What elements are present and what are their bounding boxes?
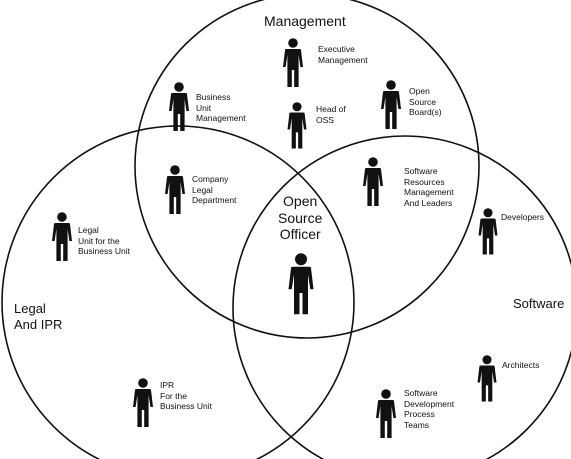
software-title: Software (513, 296, 565, 311)
person-icon-open-source-boards (381, 80, 401, 129)
person-icon-business-unit-management (169, 82, 189, 131)
legal-title: Legal And IPR (14, 301, 63, 332)
person-icon-architects (477, 355, 497, 402)
person-icon-open-source-officer (288, 253, 314, 315)
role-label-business-unit-management: Business Unit Management (196, 92, 246, 123)
person-icon-software-resources-management (363, 157, 383, 206)
person-icon-company-legal-department (165, 165, 185, 214)
role-label-software-resources-management: Software Resources Management And Leader… (404, 166, 454, 208)
person-icon-legal-unit (52, 212, 72, 261)
role-label-legal-unit: Legal Unit for the Business Unit (78, 225, 130, 256)
open-source-officer-title: Open Source Officer (278, 193, 323, 242)
role-label-executive-management: Executive Management (318, 44, 368, 65)
person-icon-developers (478, 208, 498, 255)
role-label-head-of-oss: Head of OSS (316, 104, 346, 125)
role-label-company-legal-department: Company Legal Department (192, 174, 237, 205)
management-circle (134, 0, 480, 339)
person-icon-head-of-oss (287, 102, 307, 149)
role-label-developers: Developers (501, 212, 544, 222)
legal-circle (1, 125, 355, 459)
person-icon-executive-management (283, 38, 303, 87)
role-label-architects: Architects (502, 360, 540, 370)
role-label-open-source-boards: Open Source Board(s) (409, 86, 442, 117)
role-label-ipr-business-unit: IPR For the Business Unit (160, 380, 212, 411)
person-icon-ipr-business-unit (133, 378, 153, 427)
management-title: Management (264, 13, 346, 29)
person-icon-software-dev-process-teams (376, 389, 396, 438)
software-circle (232, 135, 571, 459)
role-label-software-dev-process-teams: Software Development Process Teams (404, 388, 455, 430)
